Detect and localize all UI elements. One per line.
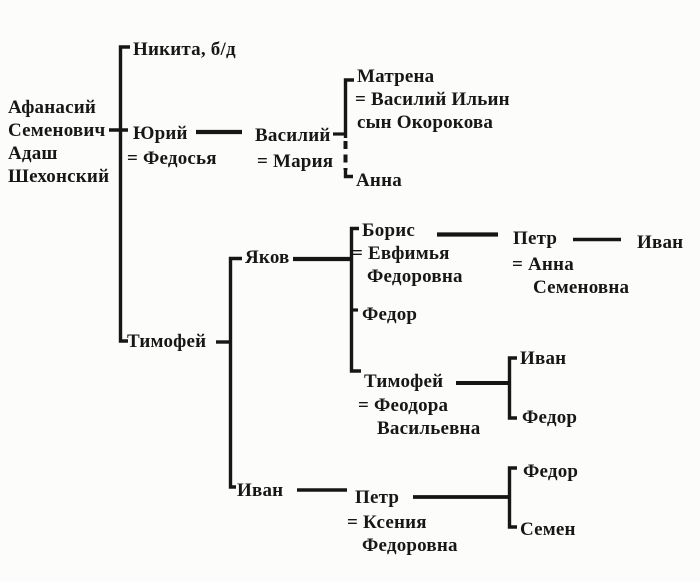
person-semen: Семен: [520, 519, 576, 540]
bracket-yakov-children: [349, 226, 361, 373]
person-yakov: Яков: [245, 247, 290, 268]
person-ivan2: Иван: [237, 480, 284, 501]
person-afanasy-root: Афанасий Семенович Адаш Шехонский: [8, 97, 110, 187]
person-fedor-of-petr2: Федор: [523, 461, 579, 482]
person-ivan-of-timofey2: Иван: [520, 348, 567, 369]
person-vasily: Василий = Мария: [255, 125, 334, 172]
person-fedor1: Федор: [362, 304, 418, 325]
person-petr2: Петр = Ксения Федоровна: [347, 487, 458, 556]
bracket-anna-corner: [343, 169, 353, 179]
person-yuri: Юрий = Федосья: [127, 123, 217, 169]
person-fedor-of-timofey2: Федор: [522, 407, 578, 428]
person-nikita: Никита, б/д: [133, 39, 236, 60]
bracket-timofey2-children: [507, 356, 517, 420]
person-petr1: Петр = Анна Семеновна: [512, 228, 630, 298]
person-boris: Борис = Евфимья Федоровна: [352, 220, 463, 287]
person-anna: Анна: [356, 170, 402, 191]
bracket-vasily-children-solid: [343, 78, 354, 138]
person-timofey2: Тимофей = Феодора Васильевна: [358, 371, 481, 439]
bracket-petr2-children: [507, 466, 517, 529]
person-timofey1: Тимофей: [127, 331, 207, 352]
bracket-timofey1-children: [228, 256, 242, 489]
person-matrena: Матрена = Василий Ильин сын Окорокова: [355, 66, 510, 133]
person-ivan-of-petr1: Иван: [637, 232, 684, 253]
bracket-root-children: [118, 45, 130, 343]
